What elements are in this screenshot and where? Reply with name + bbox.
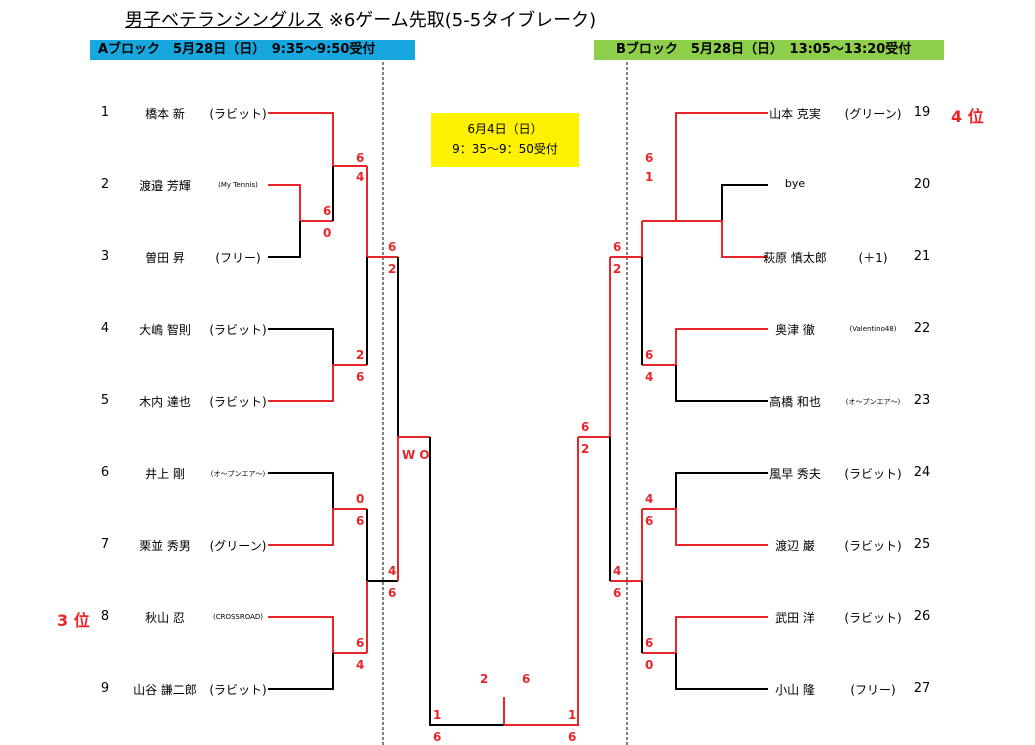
score: 6 [356, 370, 365, 384]
player-name: 小山 隆 [775, 683, 815, 697]
player-name: 渡辺 巌 [775, 539, 815, 553]
score: 6 [645, 514, 654, 528]
player-club: (オ～プンエア～) [210, 470, 266, 478]
player-club: (ラビット) [844, 539, 902, 553]
player-number: 19 [913, 105, 931, 120]
player-number: 9 [100, 681, 110, 696]
score: 6 [645, 636, 654, 650]
player-club: (ラビット) [209, 683, 267, 697]
score: 2 [388, 262, 397, 276]
score: 6 [645, 348, 654, 362]
player-club: (My Tennis) [218, 181, 258, 189]
player-club: (グリーン) [844, 107, 902, 121]
final-notice-time: 9：35～9：50受付 [452, 142, 558, 156]
player-number: 24 [913, 465, 931, 480]
player-name: 橋本 新 [145, 107, 185, 121]
player-club: (グリーン) [209, 539, 267, 553]
score: 0 [323, 226, 332, 240]
score: 1 [568, 708, 577, 722]
title-main: 男子ベテランシングルス [125, 10, 323, 31]
player-name: 栗並 秀男 [139, 539, 191, 553]
score: 6 [356, 514, 365, 528]
player-number: 3 [100, 249, 110, 264]
score: 6 [433, 730, 442, 744]
player-number: 2 [100, 177, 110, 192]
title-sub: ※6ゲーム先取(5-5タイブレーク) [328, 10, 597, 31]
player-name: 山本 克実 [769, 107, 821, 121]
player-number: 5 [100, 393, 110, 408]
player-name: 萩原 慎太郎 [763, 251, 827, 265]
player-club: (ラビット) [209, 323, 267, 337]
player-number: 25 [913, 537, 931, 552]
score: 6 [645, 151, 654, 165]
score: 6 [613, 240, 622, 254]
player-number: 1 [100, 105, 110, 120]
page-title: 男子ベテランシングルス ※6ゲーム先取(5-5タイブレーク) [125, 6, 596, 32]
player-name: 風早 秀夫 [769, 467, 821, 481]
score: 6 [356, 636, 365, 650]
player-number: 26 [913, 609, 931, 624]
score: 6 [356, 151, 365, 165]
player-name: 渡邉 芳輝 [139, 179, 191, 193]
player-number: 6 [100, 465, 110, 480]
player-club: (ラビット) [844, 611, 902, 625]
player-number: 7 [100, 537, 110, 552]
score: 0 [645, 658, 654, 672]
player-name: 木内 達也 [139, 395, 191, 409]
rank-label: 4 位 [951, 107, 984, 126]
player-name: 曽田 昇 [145, 251, 185, 265]
player-name: 大嶋 智則 [139, 323, 191, 337]
score: 0 [356, 492, 365, 506]
score: 6 [613, 586, 622, 600]
player-name: bye [784, 177, 806, 190]
score: 6 [568, 730, 577, 744]
score: 4 [613, 564, 622, 578]
player-number: 22 [913, 321, 931, 336]
player-name: 武田 洋 [775, 611, 815, 625]
player-club: (フリー) [215, 251, 261, 265]
player-number: 21 [913, 249, 931, 264]
final-notice: 6月4日（日） 9：35～9：50受付 [431, 113, 579, 167]
block-a-header: Aブロック 5月28日（日） 9:35～9:50受付 [90, 40, 415, 60]
score: W O [402, 448, 430, 462]
player-club: (オ～プンエア～) [845, 398, 901, 406]
player-club: (Valentino48) [849, 325, 897, 333]
player-club: (ラビット) [209, 395, 267, 409]
score: 6 [522, 672, 531, 686]
block-b-header: Bブロック 5月28日（日） 13:05～13:20受付 [594, 40, 944, 60]
player-name: 井上 剛 [145, 467, 185, 481]
score: 4 [356, 170, 365, 184]
score: 2 [356, 348, 365, 362]
score: 4 [356, 658, 365, 672]
player-number: 4 [100, 321, 110, 336]
score: 1 [645, 170, 654, 184]
rank-label: 3 位 [57, 611, 90, 630]
final-notice-date: 6月4日（日） [467, 122, 543, 136]
score: 4 [645, 370, 654, 384]
player-club: (ラビット) [844, 467, 902, 481]
player-number: 23 [913, 393, 931, 408]
score: 1 [433, 708, 442, 722]
player-club: (＋1) [858, 251, 888, 265]
player-name: 奥津 徹 [775, 323, 815, 337]
player-name: 高橋 和也 [769, 395, 821, 409]
player-club: (CROSSROAD) [212, 613, 264, 621]
score: 2 [581, 442, 590, 456]
score: 6 [323, 204, 332, 218]
player-number: 20 [913, 177, 931, 192]
player-number: 27 [913, 681, 931, 696]
player-name: 秋山 忍 [145, 611, 185, 625]
score: 4 [388, 564, 397, 578]
player-club: (フリー) [850, 683, 896, 697]
score: 6 [388, 240, 397, 254]
score: 2 [480, 672, 489, 686]
player-club: (ラビット) [209, 107, 267, 121]
score: 4 [645, 492, 654, 506]
score: 2 [613, 262, 622, 276]
player-name: 山谷 謙二郎 [133, 683, 197, 697]
score: 6 [388, 586, 397, 600]
score: 6 [581, 420, 590, 434]
player-number: 8 [100, 609, 110, 624]
